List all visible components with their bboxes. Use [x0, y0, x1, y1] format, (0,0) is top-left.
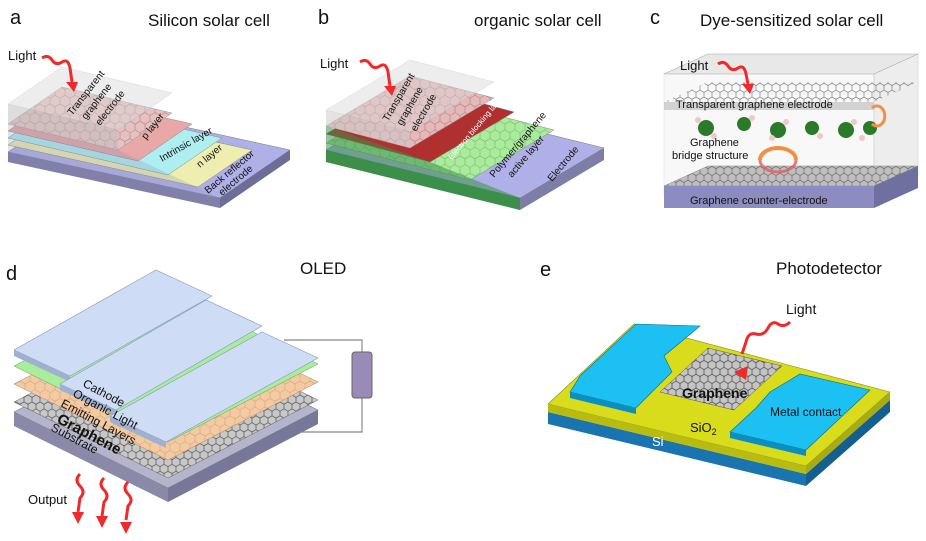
panel-d: d OLED Cathode Organic Light Emitting La… — [6, 259, 373, 534]
substrate-front — [14, 412, 168, 502]
cycle-arrow-icon — [758, 146, 798, 161]
label-graphene-e: Graphene — [682, 385, 748, 401]
light-arrow-icon — [740, 320, 792, 355]
label-sio2: SiO2 — [690, 420, 717, 437]
panel-c: c Dye-sensitized solar cell Transparent … — [650, 7, 919, 208]
output-arrow-icon — [75, 472, 85, 513]
panel-d-output: Output — [28, 492, 67, 507]
panel-c-title: Dye-sensitized solar cell — [700, 11, 883, 30]
orange-arc-icon — [870, 104, 887, 128]
metal-contact-left-edge — [570, 392, 636, 414]
arrowhead-icon — [734, 366, 748, 380]
graphene-hex — [8, 87, 172, 150]
panel-b-light: Light — [320, 56, 349, 71]
label-top-electrode: Transparent graphene electrode — [676, 99, 833, 111]
cycle-arrow-icon-2 — [758, 159, 798, 174]
arrowhead-icon — [384, 86, 396, 96]
panel-d-title: OLED — [300, 259, 346, 278]
cathode-strip-3-edge — [110, 416, 166, 448]
arrowhead-icon — [120, 522, 132, 534]
light-arrow-icon — [717, 60, 750, 85]
label-bridge-1: Graphene — [690, 137, 739, 149]
light-arrow-icon — [41, 54, 74, 83]
sio2-side — [806, 392, 890, 474]
cathode-strip-1-edge — [14, 350, 70, 382]
stack-side-stripes — [8, 124, 220, 208]
panel-a: a Silicon solar cell Transparent graphen… — [7, 7, 291, 208]
panel-d-letter: d — [6, 263, 17, 285]
metal-contact-left — [569, 323, 701, 409]
layer-glass-side — [8, 104, 118, 150]
layer-base-side — [8, 152, 220, 208]
counter-electrode-hex — [664, 166, 918, 186]
layer-glass-side-b — [326, 110, 410, 148]
panel-e-light: Light — [786, 301, 816, 317]
stack-side-b — [326, 126, 520, 210]
layer-glass-b — [325, 59, 495, 133]
counter-electrode-front — [664, 186, 874, 208]
cathode-strip-2-edge — [60, 384, 116, 416]
metal-contact-right-edge — [730, 432, 806, 456]
dye-molecules — [695, 115, 877, 141]
layer-base-side-b-right — [520, 148, 604, 210]
top-graphene-electrode — [664, 82, 918, 102]
label-sio2-sub: 2 — [712, 427, 717, 437]
resistor-icon — [351, 351, 373, 399]
panel-e-letter: e — [540, 259, 551, 281]
si-substrate-front — [548, 412, 806, 486]
panel-a-title: Silicon solar cell — [148, 11, 270, 30]
panel-e: e Photodetector Graphene Metal contact S… — [540, 259, 891, 486]
label-sio2-main: SiO — [690, 420, 712, 435]
output-arrow-icon — [123, 480, 133, 521]
panel-e-title: Photodetector — [776, 259, 882, 278]
panel-b: b organic solar cell Transparent graphen… — [318, 7, 605, 210]
arrowhead-icon — [96, 516, 108, 528]
si-substrate-side — [806, 400, 890, 486]
substrate-side — [168, 410, 318, 502]
panel-c-letter: c — [650, 7, 660, 29]
counter-electrode-side — [874, 166, 918, 208]
circuit-wire-2 — [300, 398, 363, 433]
circuit-wire — [284, 339, 363, 352]
graphene-sheet-hex — [660, 348, 782, 410]
output-arrow-icon — [99, 476, 109, 517]
panel-b-title: organic solar cell — [474, 11, 602, 30]
panel-a-light: Light — [8, 48, 37, 63]
panel-b-letter: b — [318, 7, 329, 29]
arrowhead-icon — [742, 84, 754, 94]
layer-base-side-right — [220, 150, 290, 208]
light-arrow-icon — [359, 58, 392, 87]
arrowhead-icon — [66, 82, 78, 92]
sio2-front — [548, 404, 806, 474]
label-metal-contact: Metal contact — [770, 405, 842, 419]
panel-a-letter: a — [10, 7, 22, 29]
label-si: Si — [652, 434, 664, 449]
label-counter-electrode: Graphene counter-electrode — [690, 195, 828, 207]
arrowhead-icon — [72, 512, 84, 524]
panel-c-light: Light — [680, 58, 709, 73]
top-electrode-band — [664, 102, 874, 110]
label-bridge-2: bridge structure — [672, 150, 748, 162]
